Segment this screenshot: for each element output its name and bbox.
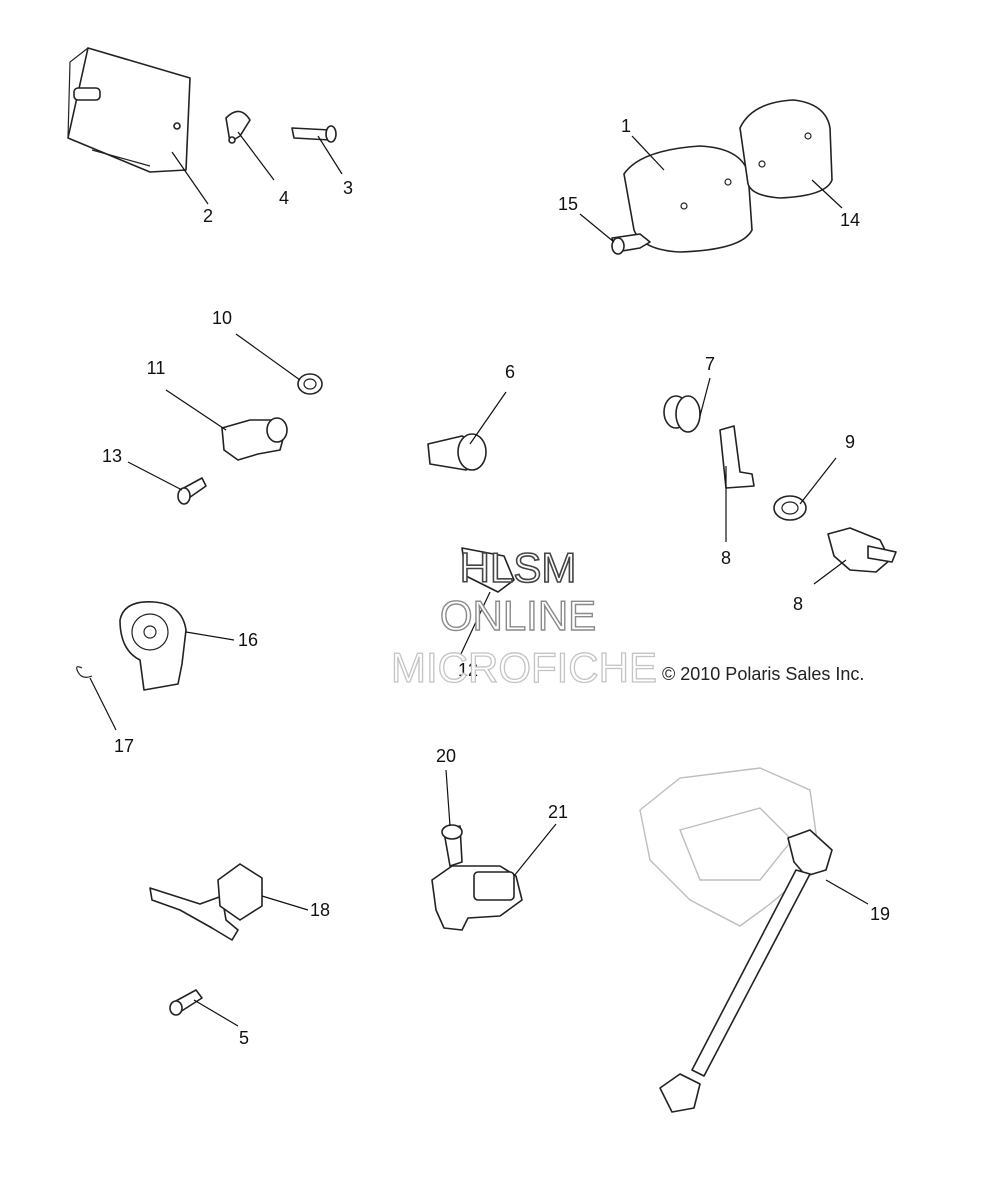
callout-9: 9 (845, 432, 855, 452)
callout-4: 4 (279, 188, 289, 208)
part-8-key-tab[interactable] (719, 425, 755, 489)
watermark: HLSM ONLINE MICROFICHE (390, 543, 657, 691)
callout-15: 15 (558, 194, 578, 214)
part-9-nut[interactable] (773, 495, 807, 521)
callout-1: 1 (621, 116, 631, 136)
part-3-pin[interactable] (291, 125, 337, 143)
callout-21: 21 (548, 802, 568, 822)
part-10-o-ring[interactable] (297, 373, 323, 395)
callout-2: 2 (203, 206, 213, 226)
callout-19: 19 (870, 904, 890, 924)
callout-11: 11 (147, 358, 166, 378)
part-16-knock-sensor[interactable] (119, 601, 187, 691)
leader-lines (89, 131, 869, 1027)
part-11-sensor[interactable] (221, 417, 288, 461)
part-17-clip[interactable] (76, 666, 93, 678)
callout-7: 7 (705, 354, 715, 374)
watermark-line-3: MICROFICHE (391, 644, 657, 691)
part-5-pin[interactable] (169, 989, 203, 1016)
callout-18: 18 (310, 900, 330, 920)
part-14-cover[interactable] (739, 99, 833, 199)
part-1-cover[interactable] (623, 145, 753, 253)
callout-6: 6 (505, 362, 515, 382)
callout-13: 13 (102, 446, 122, 466)
callout-17: 17 (114, 736, 134, 756)
callout-5: 5 (239, 1028, 249, 1048)
part-12-sensor[interactable] (461, 547, 515, 593)
part-15-screw[interactable] (611, 233, 651, 255)
callout-12: 12 (458, 660, 478, 680)
part-21-map-sensor[interactable] (431, 865, 523, 931)
callout-labels: 1 2 3 4 5 6 7 8 8 9 10 11 12 13 14 15 16… (102, 116, 890, 1048)
part-13-bolt[interactable] (177, 477, 207, 505)
callout-16: 16 (238, 630, 258, 650)
callout-20: 20 (436, 746, 456, 766)
part-7-cap[interactable] (663, 395, 701, 433)
part-4-clamp[interactable] (225, 110, 251, 144)
watermark-line-1: HLSM (460, 544, 577, 591)
part-6-plug[interactable] (427, 433, 487, 471)
part-2-ecu-box[interactable] (67, 47, 191, 173)
callout-10: 10 (212, 308, 232, 328)
callout-8-b: 8 (793, 594, 803, 614)
callout-3: 3 (343, 178, 353, 198)
part-19-harness[interactable] (639, 767, 833, 1113)
part-8-switch[interactable] (827, 527, 897, 573)
watermark-line-2: ONLINE (440, 592, 596, 639)
callout-14: 14 (840, 210, 860, 230)
callout-8-a: 8 (721, 548, 731, 568)
copyright-text: © 2010 Polaris Sales Inc. (662, 664, 864, 684)
part-18-speed-sensor[interactable] (149, 863, 263, 941)
part-20-bolt[interactable] (441, 824, 463, 867)
